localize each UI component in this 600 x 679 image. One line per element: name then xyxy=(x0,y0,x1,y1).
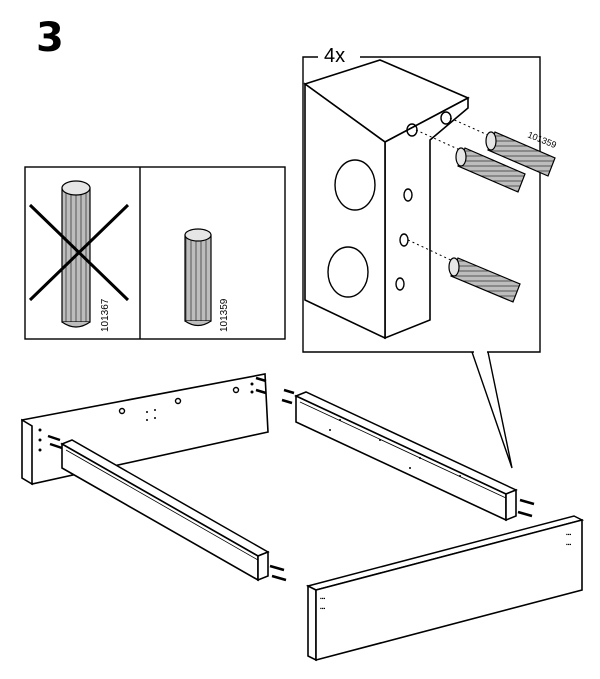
comparison-frame xyxy=(24,166,286,340)
frame-assembly: ▪▪▪ ▪▪▪ ▪▪▪ ▪▪▪ xyxy=(21,373,585,662)
dowel-icon xyxy=(455,147,526,193)
left-rail xyxy=(60,439,270,582)
panel-marking: ▪▪▪ xyxy=(320,596,326,602)
panel-marking: ▪▪▪ xyxy=(566,542,572,548)
dowel-icon xyxy=(47,376,535,582)
dowel-detail-box: 101359 xyxy=(302,56,558,469)
panel-marking: ▪▪▪ xyxy=(566,532,572,538)
correct-part-number: 101359 xyxy=(219,298,230,332)
callout-pointer xyxy=(471,351,513,469)
panel-marking: ▪▪▪ xyxy=(320,606,326,612)
right-rail xyxy=(294,391,518,522)
wrong-part-number: 101367 xyxy=(100,298,111,332)
detail-frame xyxy=(302,56,541,353)
step-number: 3 xyxy=(36,15,64,61)
back-panel xyxy=(21,373,269,486)
quantity-label: 4x xyxy=(320,46,350,66)
cross-out-icon xyxy=(28,203,130,302)
dowel-icon xyxy=(448,257,521,303)
dowel-icon xyxy=(485,131,556,177)
rail-end-detail xyxy=(303,59,470,340)
front-panel: ▪▪▪ ▪▪▪ ▪▪▪ ▪▪▪ xyxy=(305,515,585,662)
correct-dowel-icon xyxy=(184,228,212,327)
dowel-comparison-box: 101367 101359 xyxy=(24,166,286,340)
